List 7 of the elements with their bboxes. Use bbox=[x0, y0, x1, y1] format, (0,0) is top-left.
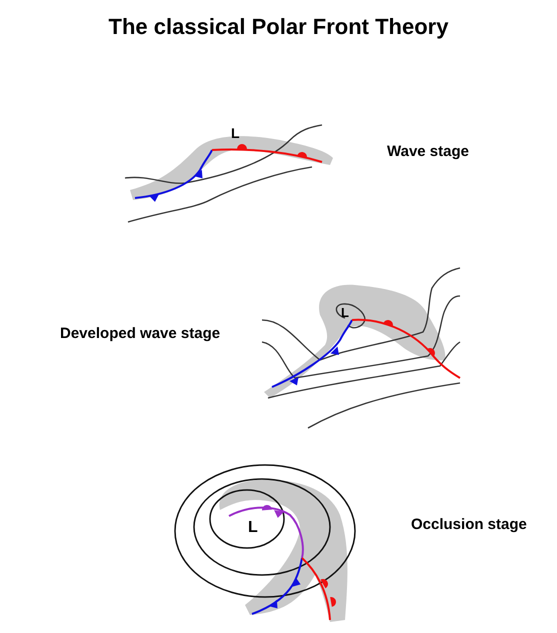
low-pressure-label: L bbox=[248, 520, 258, 536]
low-pressure-label: L bbox=[341, 306, 349, 319]
stage-label: Wave stage bbox=[387, 144, 469, 159]
stage-label: Developed wave stage bbox=[60, 326, 220, 341]
title: The classical Polar Front Theory bbox=[108, 13, 450, 41]
low-pressure-label: L bbox=[231, 126, 240, 140]
stage-label: Occlusion stage bbox=[411, 517, 527, 532]
